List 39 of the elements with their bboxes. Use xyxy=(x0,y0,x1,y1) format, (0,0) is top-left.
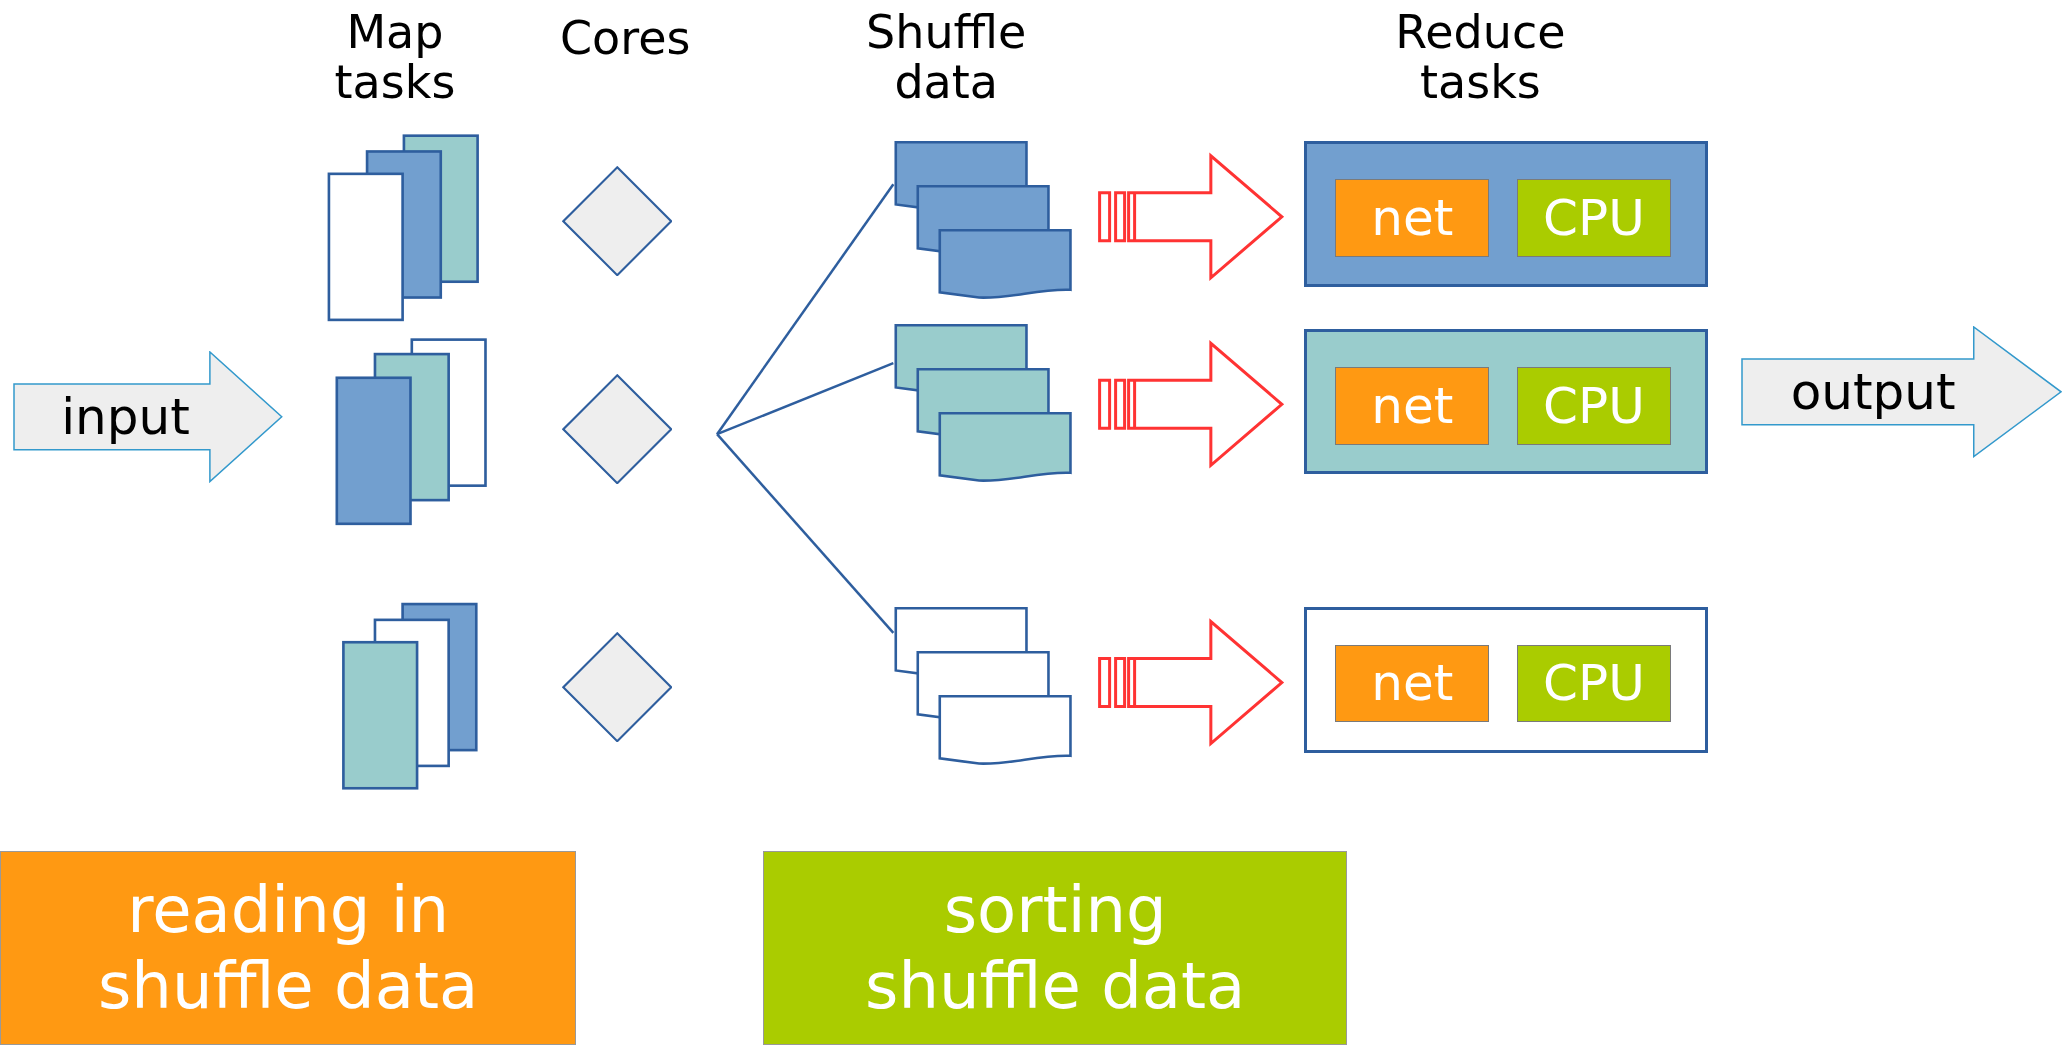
connector-line xyxy=(716,433,895,634)
reduce-task-box xyxy=(1303,606,1708,753)
column-heading: Map tasks xyxy=(333,6,457,107)
resource-box xyxy=(1335,367,1490,445)
resource-box xyxy=(1335,178,1490,257)
column-heading: Shuffle data xyxy=(865,6,1028,107)
reduce-task-box xyxy=(1303,328,1708,474)
document-stack xyxy=(893,606,1074,765)
resource-box xyxy=(1517,178,1671,257)
phase-banner xyxy=(0,851,577,1045)
core-diamond xyxy=(561,631,673,743)
resource-label: net xyxy=(1371,380,1454,431)
resource-label: CPU xyxy=(1543,192,1645,243)
column-heading: Reduce tasks xyxy=(1394,6,1567,107)
arrow-label: output xyxy=(1790,363,1956,422)
document-stack xyxy=(893,140,1074,299)
phase-label: sorting shuffle data xyxy=(864,871,1247,1024)
core-diamond xyxy=(561,373,673,485)
resource-label: net xyxy=(1371,192,1454,243)
resource-label: CPU xyxy=(1543,658,1645,709)
resource-box xyxy=(1335,644,1490,723)
resource-label: CPU xyxy=(1543,380,1645,431)
connector-line xyxy=(716,183,895,435)
document-stack xyxy=(893,323,1074,482)
core-diamond xyxy=(561,165,673,277)
column-heading: Cores xyxy=(559,13,692,64)
phase-label: reading in shuffle data xyxy=(97,871,480,1024)
resource-label: net xyxy=(1371,658,1454,709)
block-arrow xyxy=(13,351,283,483)
block-arrow-connector xyxy=(1098,340,1285,469)
phase-banner xyxy=(763,851,1348,1045)
arrow-label: input xyxy=(61,388,190,447)
resource-box xyxy=(1517,367,1671,445)
block-arrow xyxy=(1740,326,2062,458)
block-arrow-connector xyxy=(1098,618,1285,747)
resource-box xyxy=(1517,644,1671,723)
block-arrow-connector xyxy=(1098,152,1285,282)
connector-line xyxy=(716,361,894,436)
reduce-task-box xyxy=(1303,140,1708,287)
